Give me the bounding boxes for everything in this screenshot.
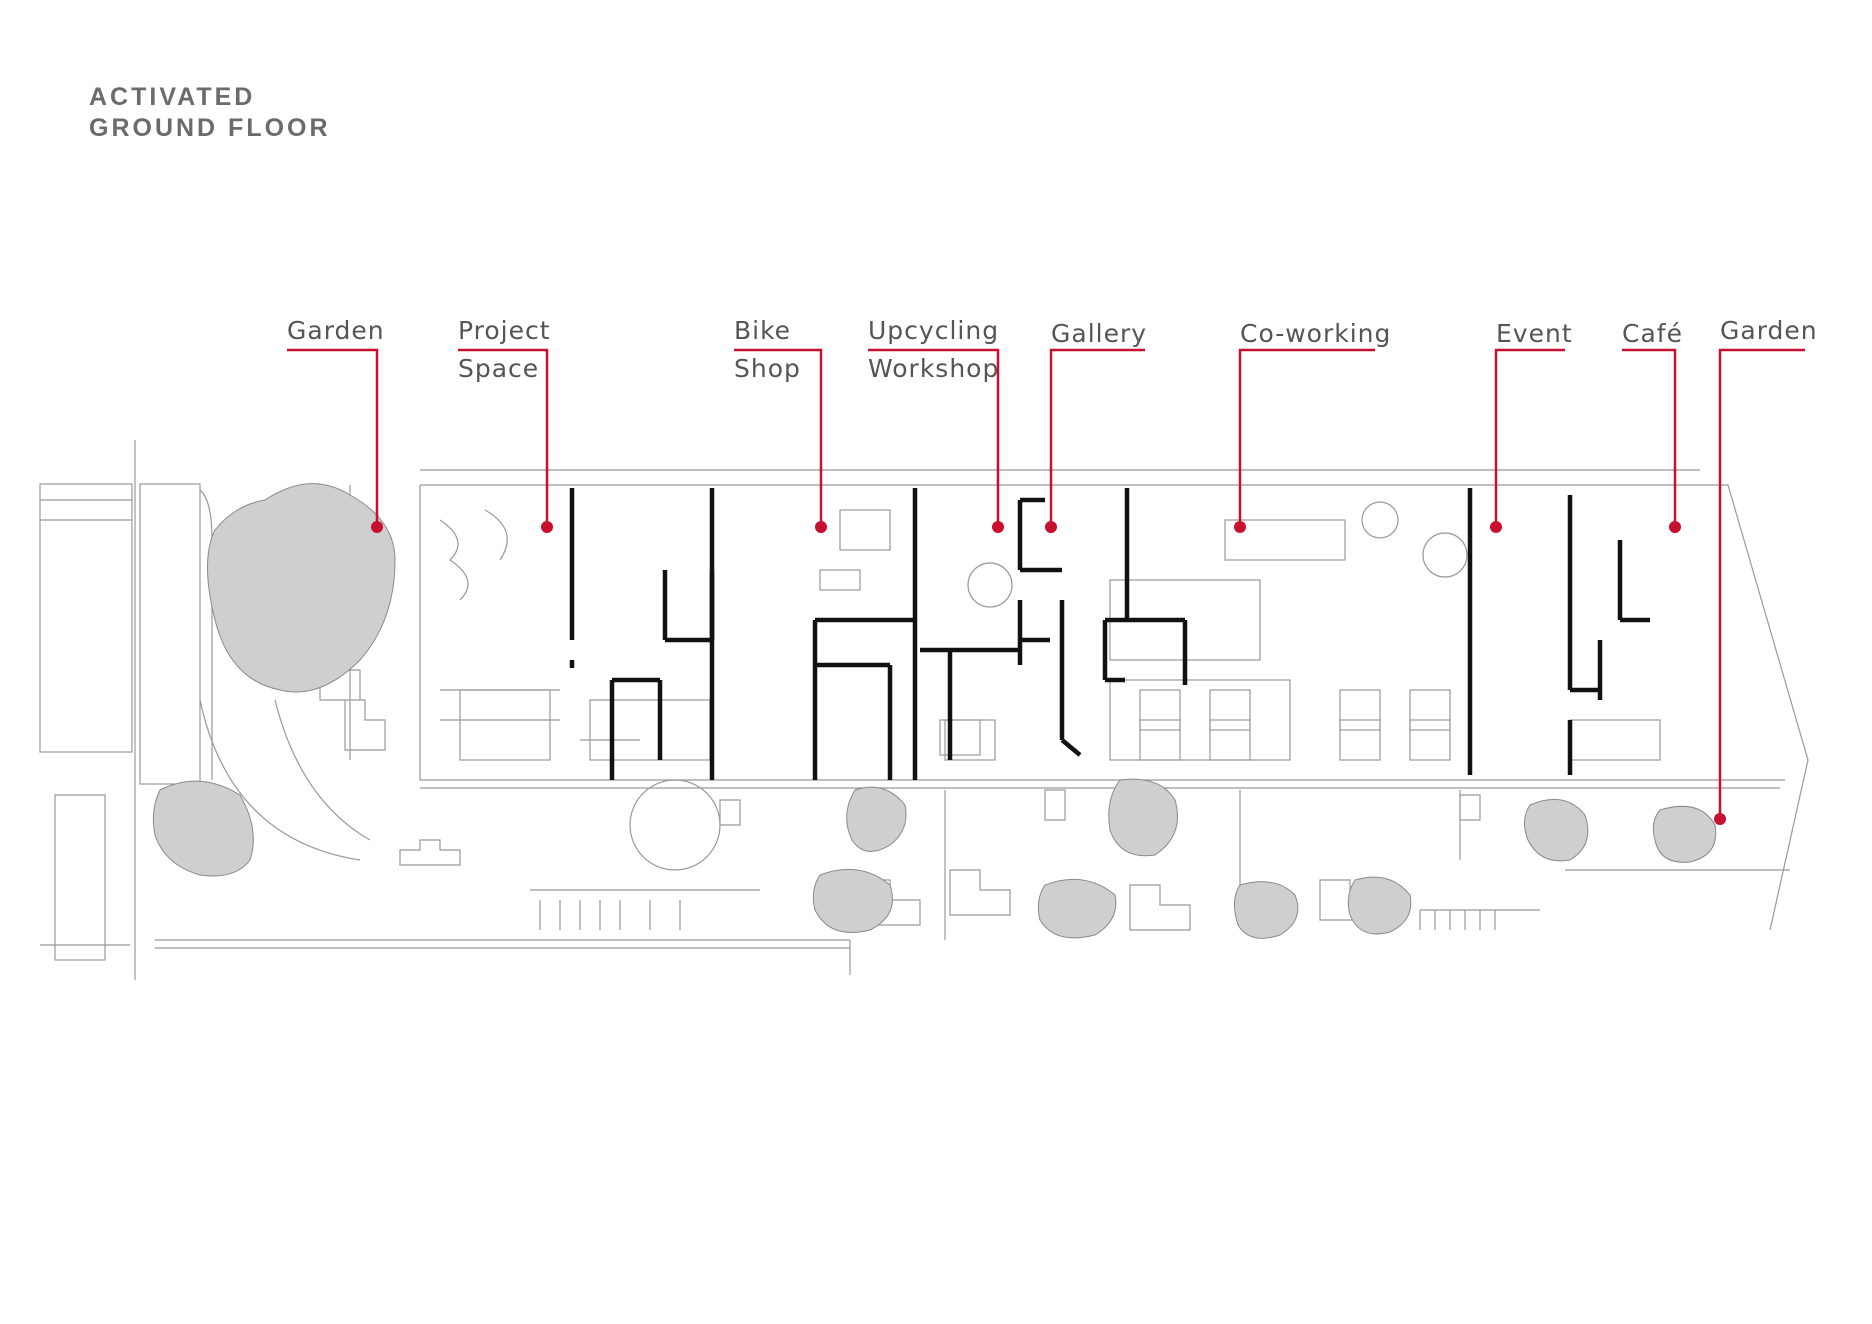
label-upcycling-workshop-line-2: Workshop <box>868 354 999 383</box>
location-marker <box>1714 813 1726 825</box>
label-project-space-line-1: Project <box>458 316 551 345</box>
garden-planting <box>152 483 1717 939</box>
label-garden-east: Garden <box>1714 316 1818 825</box>
leader-line <box>1622 348 1677 527</box>
leader-line <box>1494 348 1565 527</box>
leader-line <box>1049 348 1145 527</box>
label-project-space: Project Space <box>458 316 553 533</box>
label-garden-west-text: Garden <box>287 316 385 345</box>
site-context <box>39 440 1809 980</box>
label-bike-shop-line-1: Bike <box>734 316 791 345</box>
label-bike-shop-line-2: Shop <box>734 354 801 383</box>
label-bike-shop: Bike Shop <box>734 316 827 533</box>
location-marker <box>815 521 827 533</box>
location-marker <box>1490 521 1502 533</box>
label-project-space-line-2: Space <box>458 354 539 383</box>
label-upcycling-workshop: Upcycling Workshop <box>868 316 1004 533</box>
label-cafe: Café <box>1622 319 1683 533</box>
label-cafe-text: Café <box>1622 319 1683 348</box>
label-co-working: Co-working <box>1234 319 1391 533</box>
label-garden-west: Garden <box>287 316 385 533</box>
label-gallery: Gallery <box>1045 319 1147 533</box>
leader-line <box>868 348 1000 527</box>
location-marker <box>1045 521 1057 533</box>
label-garden-east-text: Garden <box>1720 316 1818 345</box>
label-co-working-text: Co-working <box>1240 319 1391 348</box>
title-line-2: GROUND FLOOR <box>89 114 331 142</box>
location-marker <box>992 521 1004 533</box>
leader-line <box>287 348 379 527</box>
leader-line <box>1238 348 1375 527</box>
space-labels: Garden Project Space Bike Shop Upcycling… <box>287 316 1818 825</box>
leader-line <box>734 348 823 527</box>
location-marker <box>541 521 553 533</box>
title-line-1: ACTIVATED <box>89 83 256 111</box>
label-gallery-text: Gallery <box>1051 319 1147 348</box>
label-event-text: Event <box>1496 319 1573 348</box>
leader-line <box>458 348 549 527</box>
leader-line <box>1718 348 1805 819</box>
building-walls <box>569 488 1650 780</box>
page-title: ACTIVATED GROUND FLOOR <box>89 82 331 144</box>
label-event: Event <box>1490 319 1573 533</box>
label-upcycling-workshop-line-1: Upcycling <box>868 316 999 345</box>
location-marker <box>1669 521 1681 533</box>
location-marker <box>371 521 383 533</box>
location-marker <box>1234 521 1246 533</box>
